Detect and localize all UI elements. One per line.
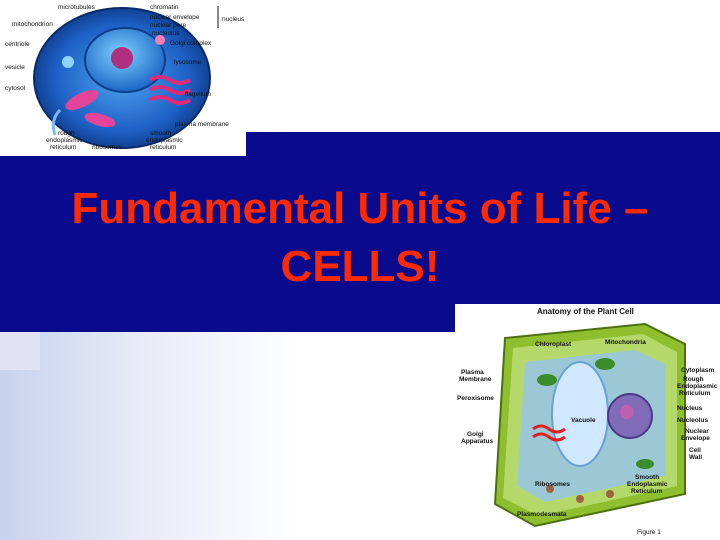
label-cell-wall-2: Wall: [689, 454, 702, 461]
label-centriole: centriole: [5, 41, 30, 48]
title-line-2: CELLS!: [280, 242, 440, 291]
label-rough-er-p2: Endoplasmic: [677, 383, 718, 390]
label-nuclear-envelope: nuclear envelope: [150, 14, 200, 21]
label-peroxisome: Peroxisome: [457, 395, 494, 402]
label-plasmodesmata: Plasmodesmata: [517, 511, 567, 518]
label-nuclear-pore: nuclear pore: [150, 22, 187, 29]
label-ribosomes-plant: Ribosomes: [535, 481, 570, 488]
label-golgi-complex: Golgi complex: [170, 40, 212, 47]
label-mitochondria: Mitochondria: [605, 339, 646, 346]
label-cytoplasm: Cytoplasm: [681, 367, 714, 374]
label-ribosomes: ribosomes: [92, 144, 123, 151]
label-lysosome: lysosome: [174, 59, 202, 66]
plant-cell-diagram: Anatomy of the Plant Cell Chloroplast Mi…: [455, 304, 720, 540]
animal-cell-illustration: microtubules mitochondrion chromatin nuc…: [5, 4, 245, 151]
label-golgi-2: Apparatus: [461, 438, 494, 445]
label-smooth-er-p2: Endoplasmic: [627, 481, 668, 488]
label-vacuole: Vacuole: [571, 417, 596, 424]
label-rough-er-p3: Reticulum: [679, 390, 711, 397]
label-golgi-1: Golgi: [467, 431, 484, 438]
label-rough-er-2: endoplasmic: [46, 137, 83, 144]
label-nucleolus: nucleolus: [152, 30, 180, 37]
label-plasma-membrane: plasma membrane: [175, 121, 229, 128]
label-chloroplast: Chloroplast: [535, 341, 572, 348]
label-smooth-er-3: reticulum: [150, 144, 176, 151]
label-rough-er-1: rough: [58, 130, 75, 137]
label-smooth-er-p3: Reticulum: [631, 488, 663, 495]
label-nuclear-envelope-1: Nuclear: [685, 428, 709, 435]
label-nucleus-plant: Nucleus: [677, 405, 703, 412]
label-rough-er-3: reticulum: [50, 144, 76, 151]
title-line-1: Fundamental Units of Life –: [71, 184, 649, 233]
plant-cell-body: [493, 322, 686, 528]
label-cell-wall-1: Cell: [689, 447, 701, 454]
label-nucleus: nucleus: [222, 16, 245, 23]
label-nucleolus-plant: Nucleolus: [677, 417, 708, 424]
label-smooth-er-2: endoplasmic: [146, 137, 183, 144]
label-smooth-er-p1: Smooth: [635, 474, 659, 481]
animal-cell-diagram: microtubules mitochondrion chromatin nuc…: [0, 0, 246, 156]
animal-cell-body: [33, 7, 211, 149]
title-band: [0, 132, 720, 332]
label-chromatin: chromatin: [150, 4, 179, 11]
decor-square: [0, 330, 40, 370]
label-plasma-membrane-2: Membrane: [459, 376, 492, 383]
label-mitochondrion: mitochondrion: [12, 21, 53, 28]
label-plant-title: Anatomy of the Plant Cell: [537, 307, 634, 316]
label-cytosol: cytosol: [5, 85, 26, 92]
label-flagellum: flagellum: [185, 91, 211, 98]
label-rough-er-p1: Rough: [683, 376, 704, 383]
plant-cell-illustration: Anatomy of the Plant Cell Chloroplast Mi…: [457, 307, 718, 536]
label-figure: Figure 1: [637, 529, 661, 536]
slide-title: Fundamental Units of Life – CELLS!: [30, 180, 690, 296]
label-microtubules: microtubules: [58, 4, 96, 11]
label-plasma-membrane-1: Plasma: [461, 369, 484, 376]
label-nuclear-envelope-2: Envelope: [681, 435, 710, 442]
label-vesicle: vesicle: [5, 64, 25, 71]
label-smooth-er-1: smooth: [150, 130, 172, 137]
